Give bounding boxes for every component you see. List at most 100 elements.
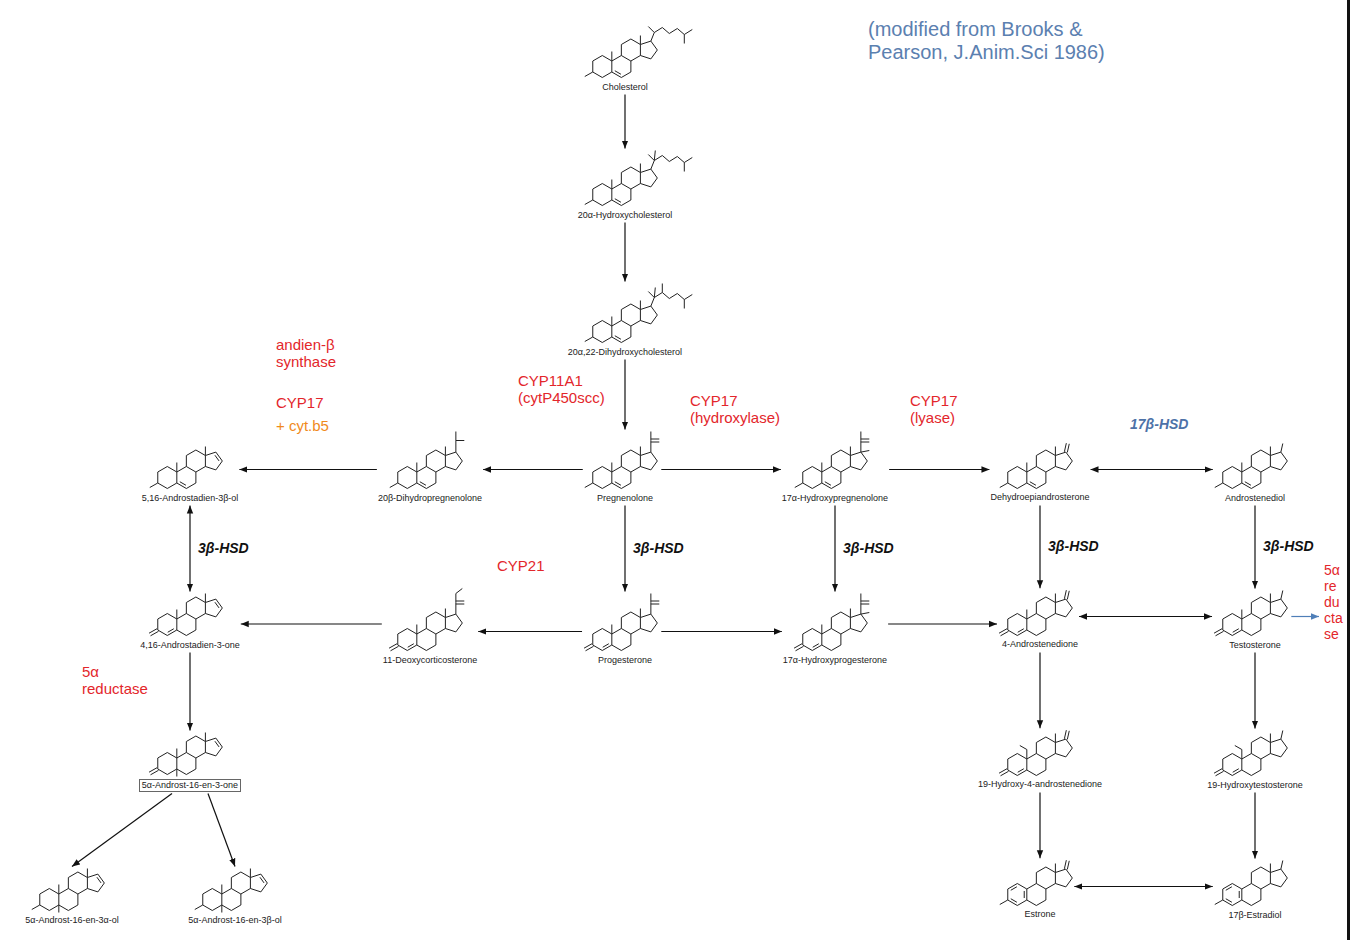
steroid-structure [1214, 731, 1287, 776]
compound-node: 20α,22-Dihydroxycholesterol [567, 282, 694, 360]
compound-node: 17β-Estradiol [1213, 859, 1290, 923]
enzyme-label: CYP17 (hydroxylase) [690, 392, 810, 427]
reaction-arrow [1254, 653, 1255, 729]
enzyme-label: CYP11A1 (cytP450scc) [518, 372, 630, 407]
compound-node: Androstenediol [1213, 442, 1290, 506]
steroid-structure [1000, 443, 1073, 488]
reaction-arrow [624, 506, 625, 592]
compound-node: Testosterone [1212, 589, 1289, 653]
compound-node: Dehydroepiandrosterone [989, 441, 1090, 505]
steroid-structure [585, 284, 693, 343]
reaction-arrow [661, 469, 781, 470]
compound-node: 4-Androstenedione [997, 588, 1079, 652]
reaction-arrow [239, 469, 377, 470]
compound-node: 17α-Hydroxypregnenolone [781, 430, 889, 506]
steroid-structure [149, 594, 222, 636]
steroid-structure [1214, 591, 1287, 636]
compound-node: 19-Hydroxytestosterone [1206, 729, 1304, 793]
enzyme-label: 3β-HSD [1263, 538, 1314, 554]
compound-name: Testosterone [1229, 640, 1281, 651]
reaction-arrow [1291, 616, 1319, 617]
compound-name: Cholesterol [602, 82, 648, 93]
reaction-arrow [1074, 886, 1212, 887]
compound-name: 5α-Androst-16-en-3β-ol [188, 915, 281, 926]
compound-name: 20α-Hydroxycholesterol [578, 210, 673, 221]
compound-node: Estrone [998, 858, 1075, 922]
steroid-structure [1000, 860, 1073, 905]
source-caption: (modified from Brooks & Pearson, J.Anim.… [868, 18, 1168, 64]
steroid-structure [794, 594, 869, 651]
steroid-structure [149, 733, 222, 777]
enzyme-label: CYP21 [497, 557, 545, 574]
enzyme-label: CYP17 [276, 394, 324, 411]
reaction-arrow [189, 506, 190, 592]
steroid-structure [195, 869, 268, 913]
reaction-arrow [208, 794, 235, 867]
reaction-arrow [72, 794, 172, 867]
reaction-arrow [1091, 469, 1213, 470]
enzyme-label: + cyt.b5 [276, 417, 329, 434]
steroid-structure [999, 590, 1072, 636]
compound-name: 5α-Androst-16-en-3α-ol [25, 915, 118, 926]
compound-name: Estrone [1024, 909, 1055, 920]
enzyme-label: CYP17 (lyase) [910, 392, 980, 427]
reaction-arrow [661, 631, 782, 632]
compound-name: 20β-Dihydropregnenolone [378, 493, 482, 504]
compound-name: 19-Hydroxytestosterone [1207, 780, 1303, 791]
compound-node: 17α-Hydroxyprogesterone [782, 592, 888, 668]
reaction-arrow [241, 623, 382, 624]
reaction-arrow [1039, 792, 1040, 858]
compound-name: 19-Hydroxy-4-androstenedione [978, 779, 1102, 790]
enzyme-label: 3β-HSD [1048, 538, 1099, 554]
compound-name: 17β-Estradiol [1228, 910, 1281, 921]
reaction-arrow [889, 469, 989, 470]
compound-node: 5α-Androst-16-en-3α-ol [24, 867, 119, 928]
enzyme-label: 17β-HSD [1130, 416, 1188, 432]
steroid-structure [150, 447, 223, 489]
steroid-structure [584, 594, 659, 651]
enzyme-label: 3β-HSD [843, 540, 894, 556]
compound-name: Progesterone [598, 655, 652, 666]
compound-node: Cholesterol [583, 25, 695, 95]
compound-name: 11-Deoxycorticosterone [383, 655, 477, 666]
compound-name: Pregnenolone [597, 493, 653, 504]
compound-name: 17α-Hydroxypregnenolone [782, 493, 888, 504]
compound-name: 17α-Hydroxyprogesterone [783, 655, 887, 666]
compound-name: Androstenediol [1225, 493, 1285, 504]
compound-name: 5,16-Androstadien-3β-ol [142, 493, 239, 504]
reaction-arrow [624, 223, 625, 282]
compound-node: Progesterone [582, 592, 661, 668]
enzyme-label: andien-β synthase [276, 336, 368, 371]
compound-node: Pregnenolone [583, 430, 662, 506]
steroid-structure [585, 432, 660, 489]
compound-node: 5α-Androst-16-en-3β-ol [187, 867, 282, 928]
reaction-arrow [624, 95, 625, 149]
reaction-arrow [478, 631, 582, 632]
enzyme-label: 3β-HSD [198, 540, 249, 556]
steroid-structure [1215, 861, 1288, 906]
reaction-arrow [189, 653, 190, 731]
reaction-arrow [483, 469, 583, 470]
steroid-structure [1215, 444, 1288, 489]
enzyme-label: 3β-HSD [633, 540, 684, 556]
reaction-arrow [1079, 616, 1212, 617]
compound-name: 5α-Androst-16-en-3-one [139, 779, 241, 792]
page-border [1347, 0, 1350, 940]
enzyme-label: 5α reductase [82, 663, 162, 698]
reaction-arrow [1254, 506, 1255, 589]
compound-node: 5,16-Androstadien-3β-ol [141, 445, 240, 506]
compound-node: 11-Deoxycorticosterone [382, 587, 478, 668]
steroid-structure [32, 869, 105, 913]
reaction-arrow [888, 623, 997, 624]
steroid-structure [999, 730, 1072, 776]
reaction-arrow [1039, 652, 1040, 728]
steroid-structure [389, 589, 464, 651]
reaction-arrow [834, 506, 835, 592]
reaction-arrow [1039, 505, 1040, 588]
steroid-structure [585, 27, 693, 78]
steroid-structure [795, 432, 870, 489]
compound-node: 20α-Hydroxycholesterol [577, 149, 695, 223]
reaction-arrow [1254, 793, 1255, 859]
